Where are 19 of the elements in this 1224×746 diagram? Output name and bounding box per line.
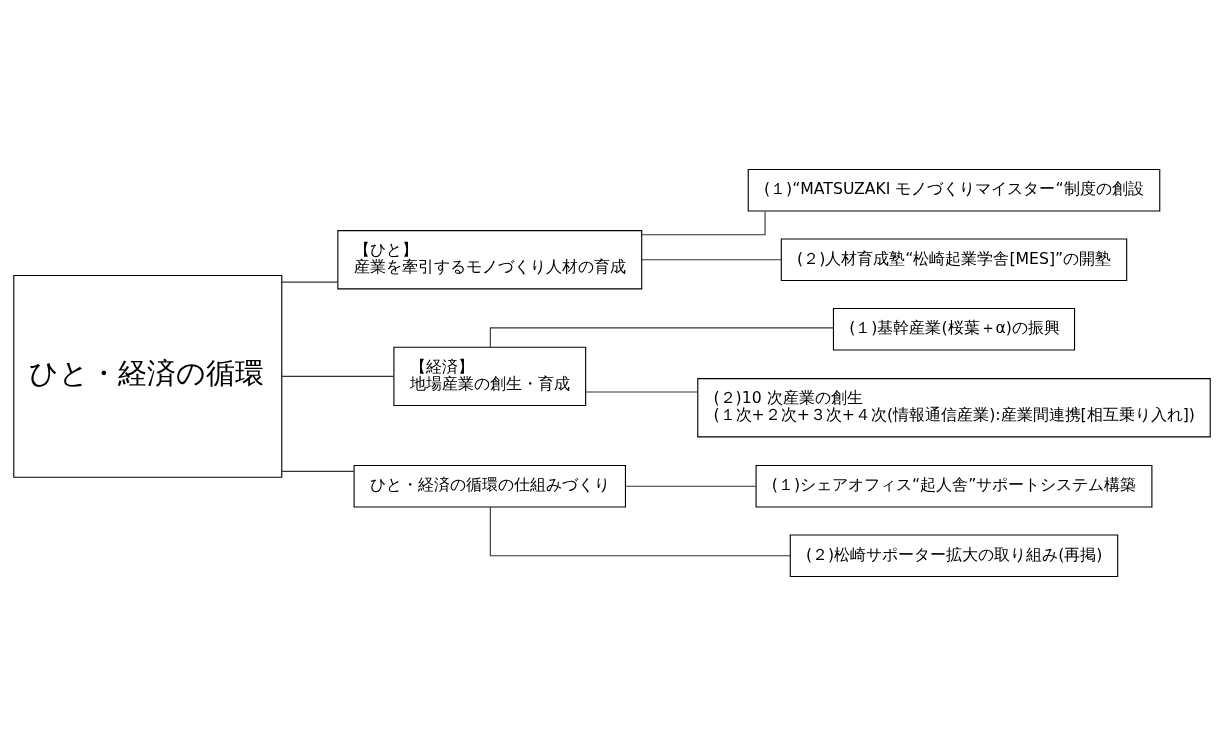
connector — [281, 470, 355, 472]
node-box: (２)10 次産業の創生 (１次+２次+３次+４次(情報通信産業):産業間連携[相互乗り入れ]) — [697, 378, 1211, 438]
connector — [489, 327, 834, 348]
node-box: (１)基幹産業(桜葉＋α)の振興 — [832, 307, 1076, 351]
connector — [641, 210, 766, 236]
connector — [281, 375, 395, 377]
connector — [489, 506, 791, 557]
node-box: (１)“MATSUZAKI モノづくりマイスター“制度の創設 — [747, 168, 1161, 212]
node-box: (２)松崎サポーター拡大の取り組み(再掲) — [789, 534, 1119, 578]
connector — [641, 259, 782, 261]
node-box: ひと・経済の循環の仕組みづくり — [353, 464, 626, 508]
connector — [625, 485, 757, 487]
node-box: ひと・経済の循環 — [13, 274, 283, 478]
node-box: 【経済】 地場産業の創生・育成 — [393, 346, 587, 407]
connector — [585, 391, 699, 393]
connector — [281, 281, 339, 283]
node-box: (１)シェアオフィス“起人舎”サポートシステム構築 — [755, 464, 1153, 508]
node-box: 【ひと】 産業を牽引するモノづくり人材の育成 — [337, 230, 643, 290]
node-box: (２)人材育成塾“松崎起業学舎[MES]”の開塾 — [780, 238, 1128, 282]
